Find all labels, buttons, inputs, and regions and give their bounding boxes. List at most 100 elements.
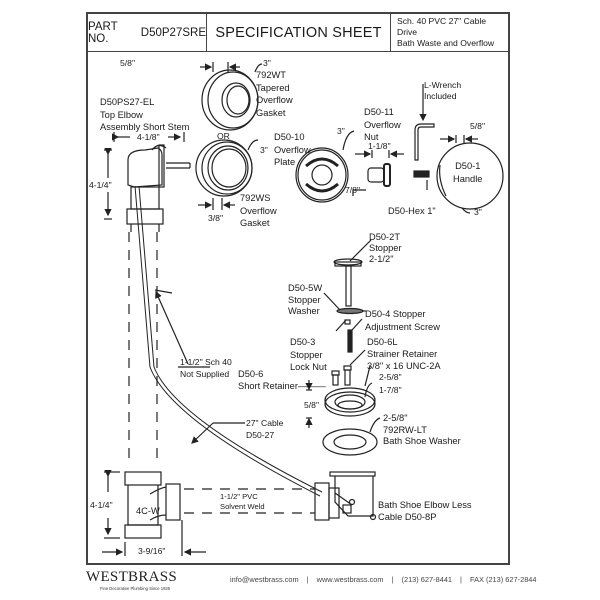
- lock-nut-name1: Stopper: [290, 349, 323, 360]
- tee-part: 4C-W: [136, 506, 160, 516]
- email-link[interactable]: info@westbrass.com: [230, 575, 299, 584]
- top-elbow-name2: Assembly Short Stem: [100, 122, 190, 132]
- short-retainer-part: D50-6: [238, 369, 264, 379]
- gasket-wt-name3: Gasket: [256, 107, 286, 118]
- contact-info: info@westbrass.com | www.westbrass.com | (21…: [226, 575, 541, 584]
- gasket-ws-dia-dim: 3": [260, 145, 268, 155]
- product-description: Sch. 40 PVC 27" Cable Drive Bath Waste a…: [391, 14, 508, 51]
- tee-width-dim: 3-9/16": [138, 546, 166, 556]
- handle-dia-dim: 3": [474, 207, 482, 217]
- shoe-washer-label: 2-5/8" 792RW-LT Bath Shoe Washer: [383, 413, 461, 448]
- gasket-ws-part: 792WS: [240, 193, 271, 203]
- stopper-washer-label: D50-5W Stopper Washer: [288, 283, 322, 318]
- gasket-ws-label: 792WS Overflow Gasket: [240, 192, 277, 230]
- description-line-1: Sch. 40 PVC 27" Cable Drive: [397, 16, 487, 37]
- fax-number: FAX (213) 627-2844: [469, 575, 537, 584]
- adjustment-screw-label: D50-4 Stopper Adjustment Screw: [365, 308, 440, 333]
- short-retainer-name: Short Retainer: [238, 381, 298, 391]
- top-elbow-name1: Top Elbow: [100, 109, 143, 120]
- handle-drawing: [436, 135, 504, 214]
- overflow-nut-label: D50-11 Overflow Nut: [364, 106, 401, 144]
- pvc-weld: Solvent Weld: [220, 502, 265, 511]
- shoe-washer-part: 792RW-LT: [383, 424, 427, 435]
- shoe-elbow-drawing: [314, 471, 377, 521]
- handle-name: Handle: [453, 173, 483, 184]
- overflow-nut-part: D50-11: [364, 107, 394, 117]
- part-number-label: PART NO.: [88, 20, 118, 45]
- handle-width-dim: 5/8": [470, 121, 485, 131]
- shoe-elbow-label: Bath Shoe Elbow Less Cable D50-8P: [378, 499, 472, 523]
- strainer-retainer-part: D50-6L: [367, 337, 398, 347]
- cable-drawing: [134, 185, 323, 497]
- stopper-part: D50-2T: [369, 232, 401, 242]
- strainer-retainer-name: Strainer Retainer: [367, 349, 438, 359]
- phone-number: (213) 627-8441: [401, 575, 453, 584]
- l-wrench-name1: L-Wrench: [424, 80, 462, 90]
- overflow-plate-part: D50-10: [274, 132, 305, 142]
- gasket-wt-part: 792WT: [256, 70, 286, 80]
- overflow-plate-dia-dim: 3": [337, 126, 345, 136]
- pipe-centerlines: [128, 232, 315, 514]
- separator: |: [391, 575, 394, 584]
- top-elbow-height-dim: 4-1/4": [89, 180, 112, 190]
- strainer-height-dim: 5/8": [304, 400, 319, 410]
- shoe-washer-name: Bath Shoe Washer: [383, 436, 461, 446]
- gasket-ws-name1: Overflow: [240, 205, 277, 216]
- gasket-wt-name2: Overflow: [256, 95, 293, 105]
- pvc-size: 1-1/2" PVC: [220, 492, 258, 501]
- overflow-nut-name1: Overflow: [364, 119, 401, 130]
- top-elbow-part: D50PS27-EL: [100, 97, 155, 107]
- tee-drawing: [102, 470, 206, 556]
- hex-label: D50-Hex 1": [388, 206, 436, 216]
- strainer-retainer-thread: 3/8" x 16 UNC-2A: [367, 361, 441, 371]
- gasket-wt-width-dim: 5/8": [120, 58, 135, 68]
- pipe-label: 1-1/2" Sch 40 Not Supplied: [180, 356, 232, 380]
- top-elbow-drawing: [104, 132, 191, 232]
- handle-part: D50-1: [455, 161, 481, 171]
- top-elbow-width-dim: 4-1/8": [137, 132, 160, 142]
- l-wrench-drawing: [413, 84, 435, 190]
- overflow-nut-length-dim: 1-1/8": [368, 141, 391, 151]
- cable-part: D50-27: [246, 430, 275, 440]
- pipe-size: 1-1/2" Sch 40: [180, 357, 232, 367]
- strainer-retainer-label: D50-6L Strainer Retainer 3/8" x 16 UNC-2…: [367, 336, 441, 372]
- pipe-not-supplied: Not Supplied: [180, 369, 230, 379]
- gasket-wt-name1: Tapered: [256, 82, 290, 93]
- gasket-wt-label: 792WT Tapered Overflow Gasket: [256, 69, 293, 119]
- stopper-size: 2-1/2": [369, 254, 394, 264]
- overflow-plate-name2: Plate: [274, 157, 296, 167]
- page-title: SPECIFICATION SHEET: [207, 14, 391, 51]
- tapered-gasket-drawing: [200, 62, 263, 131]
- spec-sheet-frame: PART NO. D50P27SRE SPECIFICATION SHEET S…: [86, 12, 510, 565]
- website-link[interactable]: www.westbrass.com: [316, 575, 384, 584]
- strainer-inner-dim: 1-7/8": [379, 385, 402, 395]
- strainer-outer-dim: 2-5/8": [379, 372, 402, 382]
- or-label: OR: [217, 131, 230, 141]
- separator: |: [460, 575, 462, 584]
- stopper-label: D50-2T Stopper 2-1/2": [369, 232, 402, 265]
- footer: WESTBRASS Fine Decorative Plumbing Since…: [86, 566, 537, 592]
- l-wrench-name2: Included: [424, 91, 457, 101]
- part-number-cell: PART NO. D50P27SRE: [88, 14, 207, 51]
- stopper-washer-name2: Washer: [288, 306, 320, 316]
- stopper-drawing: [323, 239, 372, 353]
- lock-nut-label: D50-3 Stopper Lock Nut: [290, 336, 327, 374]
- pvc-label: 1-1/2" PVC Solvent Weld: [220, 492, 265, 512]
- overflow-plate-name1: Overflow: [274, 144, 311, 155]
- westbrass-logo: WESTBRASS: [86, 569, 178, 585]
- logo-tagline: Fine Decorative Plumbing Since 1935: [100, 586, 171, 591]
- stopper-name: Stopper: [369, 243, 402, 253]
- gasket-ws-name2: Gasket: [240, 218, 270, 228]
- shoe-washer-dim: 2-5/8": [383, 413, 408, 423]
- lock-nut-part: D50-3: [290, 337, 316, 347]
- shoe-elbow-line2: Cable D50-8P: [378, 512, 437, 522]
- shoe-elbow-line1: Bath Shoe Elbow Less: [378, 500, 472, 510]
- gasket-ws-width-dim: 3/8": [208, 213, 223, 223]
- overflow-nut-drawing: [352, 150, 404, 196]
- tee-height-dim: 4-1/4": [90, 500, 113, 510]
- stopper-washer-name1: Stopper: [288, 294, 321, 305]
- description-line-2: Bath Waste and Overflow: [397, 38, 495, 48]
- cable-length: 27" Cable: [246, 418, 284, 428]
- strainer-drawing: [305, 365, 376, 428]
